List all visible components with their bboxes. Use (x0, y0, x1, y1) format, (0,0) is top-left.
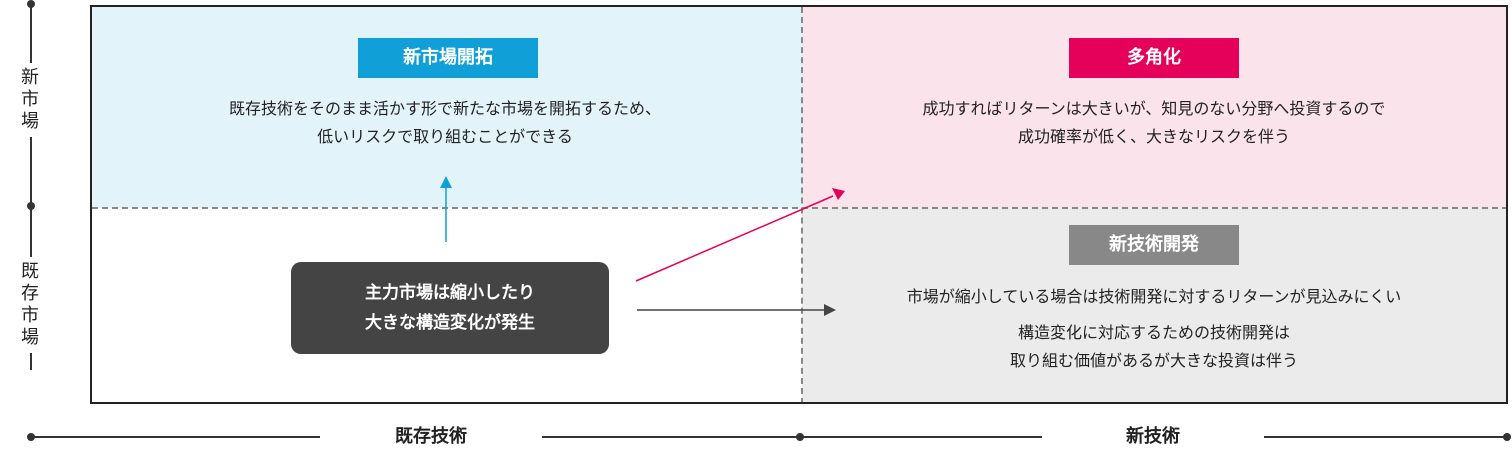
x-axis-right-dot (1503, 433, 1511, 441)
new-technology-development-desc-line2: 構造変化に対応するための技術開発は (1017, 323, 1290, 342)
y-axis-mid-dot (27, 202, 35, 210)
y-axis-new-market-label: 新 市 場 (15, 63, 45, 137)
x-axis-existing-tech-label: 既存技術 (320, 424, 542, 450)
x-axis-line (30, 436, 1510, 438)
new-technology-development-title: 新技術開発 (1069, 225, 1239, 265)
current-situation-line1: 主力市場は縮小したり (365, 283, 535, 303)
y-axis-line (30, 4, 32, 370)
x-axis-mid-dot (796, 433, 804, 441)
x-axis-new-tech-label: 新技術 (1042, 424, 1264, 450)
diversification-desc-line1: 成功すればリターンは大きいが、知見のない分野へ投資するので (922, 99, 1386, 118)
y-axis-existing-market-label: 既 存 市 場 (15, 257, 45, 353)
y-axis-top-dot (27, 0, 35, 8)
new-technology-development-desc-line3: 取り組む価値があるが大きな投資は伴う (1009, 351, 1298, 370)
divider-horizontal (92, 207, 1506, 209)
diversification-desc-line2: 成功確率が低く、大きなリスクを伴う (1017, 127, 1290, 146)
strategy-matrix (90, 5, 1508, 404)
new-market-development-desc-line1: 既存技術をそのまま活かす形で新たな市場を開拓するため、 (228, 99, 661, 118)
current-situation-box: 主力市場は縮小したり 大きな構造変化が発生 (291, 262, 609, 354)
new-technology-development-desc-line1: 市場が縮小している場合は技術開発に対するリターンが見込みにくい (906, 287, 1402, 306)
new-market-development-title: 新市場開拓 (358, 38, 538, 78)
x-axis-left-dot (27, 433, 35, 441)
diversification-title: 多角化 (1069, 38, 1239, 78)
new-market-development-desc-line2: 低いリスクで取り組むことができる (317, 127, 573, 146)
current-situation-line2: 大きな構造変化が発生 (365, 313, 535, 333)
